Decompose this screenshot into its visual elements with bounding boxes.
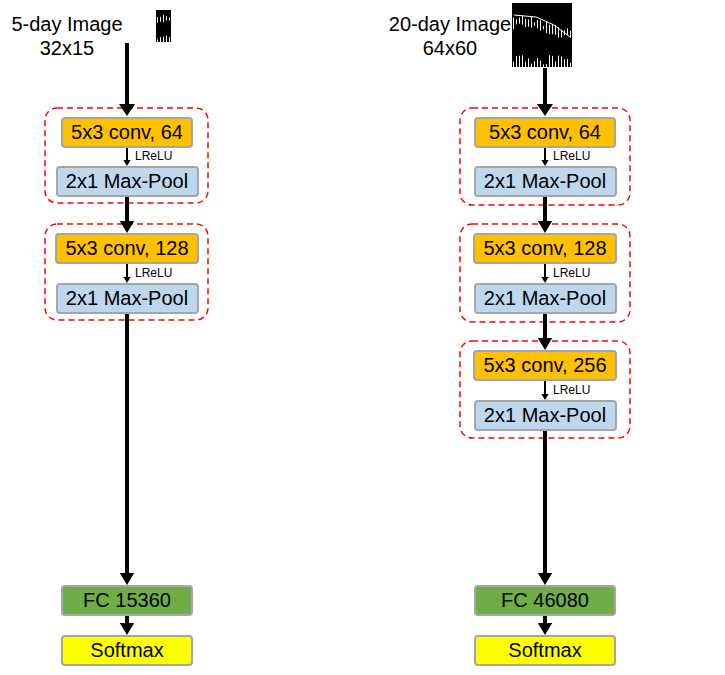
conv-layer: 5x3 conv, 128 <box>55 233 199 264</box>
pool-layer: 2x1 Max-Pool <box>474 166 617 197</box>
layer-label: 2x1 Max-Pool <box>484 287 606 310</box>
flow-arrow <box>538 197 552 233</box>
pool-layer: 2x1 Max-Pool <box>56 283 199 314</box>
layer-group <box>460 341 630 438</box>
activation-label: LReLU <box>134 267 173 280</box>
layer-group <box>45 224 208 320</box>
conv-layer: 5x3 conv, 128 <box>473 233 617 264</box>
softmax-layer: Softmax <box>474 635 616 666</box>
layer-label: 5x3 conv, 128 <box>65 237 188 260</box>
chart-image <box>156 10 171 42</box>
fc-layer: FC 15360 <box>61 585 193 616</box>
flow-arrow <box>541 381 548 400</box>
layer-group <box>45 108 208 203</box>
layer-label: 5x3 conv, 64 <box>489 121 601 144</box>
flow-arrow <box>120 197 134 233</box>
layer-label: 2x1 Max-Pool <box>66 287 188 310</box>
activation-label: LReLU <box>552 267 591 280</box>
layer-label: 5x3 conv, 64 <box>71 121 183 144</box>
flow-arrow <box>538 314 552 350</box>
flow-arrow <box>541 264 548 283</box>
conv-layer: 5x3 conv, 256 <box>473 350 617 381</box>
layer-label: 5x3 conv, 128 <box>483 237 606 260</box>
layer-label: 2x1 Max-Pool <box>66 170 188 193</box>
layer-label: FC 46080 <box>501 589 589 612</box>
input-arrow <box>543 68 547 106</box>
conv-layer: 5x3 conv, 64 <box>61 117 193 148</box>
arrow-head <box>119 104 135 116</box>
layer-group <box>460 108 630 205</box>
pool-layer: 2x1 Max-Pool <box>474 400 617 431</box>
activation-label: LReLU <box>134 150 173 163</box>
layer-label: FC 15360 <box>83 589 171 612</box>
flow-arrow <box>541 148 548 166</box>
layer-label: Softmax <box>90 639 163 662</box>
fc-layer: FC 46080 <box>474 585 616 616</box>
pool-layer: 2x1 Max-Pool <box>56 166 199 197</box>
layer-label: 2x1 Max-Pool <box>484 404 606 427</box>
flow-arrow <box>123 148 130 166</box>
activation-label: LReLU <box>552 150 591 163</box>
conv-layer: 5x3 conv, 64 <box>474 117 616 148</box>
layer-label: 2x1 Max-Pool <box>484 170 606 193</box>
image-caption: 20-day Image 64x60 <box>380 12 520 60</box>
flow-arrow <box>538 431 552 585</box>
layer-label: 5x3 conv, 256 <box>483 354 606 377</box>
chart-image <box>512 3 572 67</box>
flow-arrow <box>123 264 130 283</box>
flow-arrow <box>120 616 134 635</box>
layer-label: Softmax <box>508 639 581 662</box>
arrow-head <box>537 104 553 116</box>
pool-layer: 2x1 Max-Pool <box>474 283 617 314</box>
softmax-layer: Softmax <box>61 635 193 666</box>
activation-label: LReLU <box>552 384 591 397</box>
image-caption: 5-day Image 32x15 <box>2 12 132 60</box>
input-arrow <box>125 43 129 106</box>
layer-group <box>460 224 630 322</box>
flow-arrow <box>538 616 552 635</box>
flow-arrow <box>120 314 134 585</box>
